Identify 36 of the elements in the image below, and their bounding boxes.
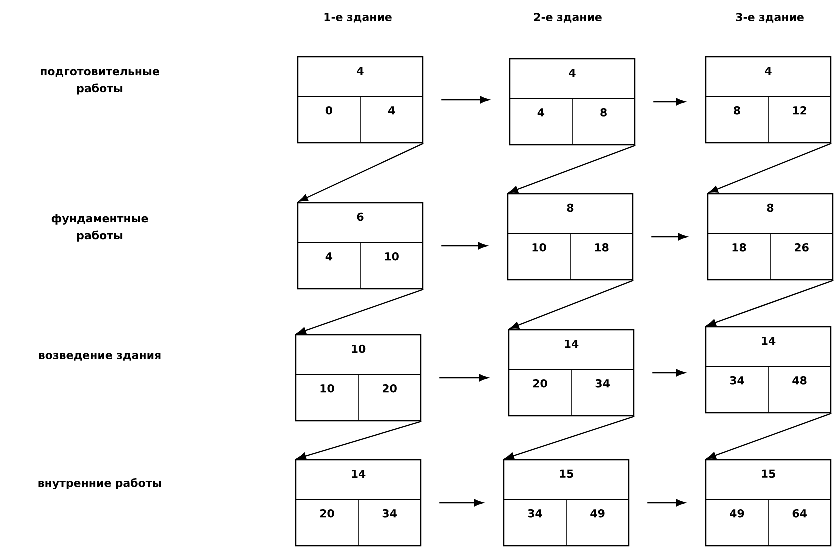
arrow — [297, 421, 422, 460]
arrow — [509, 145, 636, 194]
row-label: возведение здания — [39, 353, 161, 361]
arrow — [707, 280, 834, 326]
arrow — [442, 96, 490, 104]
schedule-box: 4 0 4 — [297, 56, 424, 144]
schedule-box: 14 20 34 — [508, 329, 635, 417]
arrow — [297, 289, 424, 334]
arrow — [440, 374, 488, 382]
arrow — [505, 416, 635, 460]
row-label: подготовительные работы — [41, 69, 160, 95]
schedule-box: 8 10 18 — [507, 193, 634, 281]
arrow — [510, 280, 634, 330]
row-label: внутренние работы — [38, 478, 162, 490]
arrow — [652, 233, 688, 241]
schedule-box: 14 20 34 — [295, 459, 422, 547]
arrow — [440, 499, 484, 507]
schedule-box: 4 4 8 — [509, 58, 636, 146]
arrow — [709, 143, 832, 194]
schedule-box: 8 18 26 — [707, 193, 834, 281]
arrow — [654, 98, 686, 106]
arrow — [707, 413, 832, 460]
arrow — [442, 242, 488, 250]
arrow — [648, 499, 686, 507]
schedule-box: 6 4 10 — [297, 202, 424, 290]
schedule-box: 4 8 12 — [705, 56, 832, 144]
arrow — [299, 143, 424, 202]
column-heading: 3-е здание — [736, 13, 804, 23]
row-label: фундаментные работы — [52, 214, 148, 242]
schedule-box: 10 10 20 — [295, 334, 422, 422]
column-heading: 1-е здание — [324, 13, 392, 23]
arrow — [652, 369, 686, 377]
column-heading: 2-е здание — [534, 13, 602, 23]
schedule-box: 15 34 49 — [503, 459, 630, 547]
schedule-box: 15 49 64 — [705, 459, 832, 547]
schedule-box: 14 34 48 — [705, 326, 832, 414]
